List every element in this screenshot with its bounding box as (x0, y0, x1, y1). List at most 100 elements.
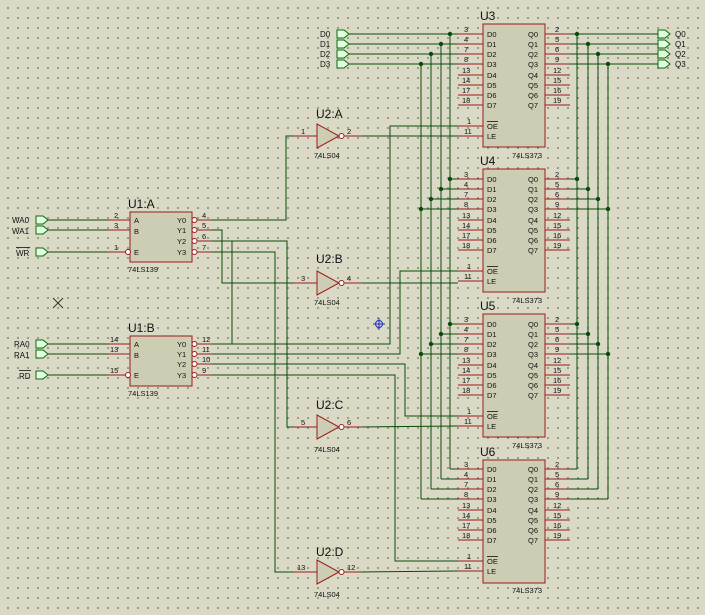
svg-text:74LS04: 74LS04 (314, 151, 340, 160)
origin-marker-icon[interactable] (373, 318, 385, 330)
svg-text:D0: D0 (487, 320, 497, 329)
read-input-terminals[interactable]: RA0 RA1 RD (14, 339, 49, 381)
svg-text:Q4: Q4 (528, 506, 538, 515)
svg-text:Q5: Q5 (528, 516, 538, 525)
svg-text:9: 9 (555, 490, 559, 499)
svg-text:Q1: Q1 (528, 40, 538, 49)
ra0-label: RA0 (14, 340, 30, 349)
svg-text:Y2: Y2 (177, 360, 186, 369)
decoder-u1a[interactable]: U1:A 2 3 1 A B E Y0 Y1 Y2 Y3 4 5 6 7 74L… (108, 197, 212, 274)
svg-text:1: 1 (467, 407, 471, 416)
svg-text:D4: D4 (487, 361, 497, 370)
latch-part: 74LS373 (512, 296, 542, 305)
svg-text:19: 19 (553, 96, 561, 105)
rd-label: RD (19, 372, 31, 381)
svg-text:5: 5 (555, 470, 559, 479)
svg-text:16: 16 (553, 231, 561, 240)
svg-text:D2: D2 (487, 485, 497, 494)
svg-text:3: 3 (464, 460, 468, 469)
svg-text:9: 9 (555, 200, 559, 209)
svg-text:5: 5 (555, 35, 559, 44)
decoder-ref: U1:A (128, 197, 155, 211)
svg-text:D7: D7 (487, 246, 497, 255)
svg-text:Q2: Q2 (528, 195, 538, 204)
inverter-u2b[interactable]: U2:B 3 4 74LS04 (294, 252, 362, 307)
svg-text:Y1: Y1 (177, 350, 186, 359)
decoder-part: 74LS139 (128, 265, 158, 274)
svg-text:LE: LE (487, 277, 496, 286)
latch-ref: U3 (480, 9, 496, 23)
svg-text:OE: OE (487, 557, 498, 566)
svg-text:74LS04: 74LS04 (314, 590, 340, 599)
latch-ref: U5 (480, 299, 496, 313)
q-output-terminals[interactable]: Q0 Q1 Q2 Q3 (657, 29, 686, 69)
svg-text:7: 7 (464, 45, 468, 54)
svg-text:15: 15 (553, 221, 561, 230)
svg-text:Q5: Q5 (528, 226, 538, 235)
svg-text:D1: D1 (487, 40, 497, 49)
svg-text:19: 19 (553, 386, 561, 395)
svg-text:6: 6 (555, 190, 559, 199)
svg-text:Y2: Y2 (177, 237, 186, 246)
svg-text:E: E (134, 248, 139, 257)
svg-text:A: A (134, 340, 139, 349)
svg-text:Q5: Q5 (528, 81, 538, 90)
svg-text:D1: D1 (487, 475, 497, 484)
latch-body (482, 459, 546, 584)
svg-text:10: 10 (202, 355, 210, 364)
write-input-terminals[interactable]: WA0 WA1 WR (12, 215, 49, 258)
svg-text:Q4: Q4 (528, 71, 538, 80)
svg-text:Q7: Q7 (528, 536, 538, 545)
svg-text:16: 16 (553, 376, 561, 385)
svg-text:E: E (134, 371, 139, 380)
svg-text:5: 5 (202, 221, 206, 230)
svg-text:D0: D0 (487, 465, 497, 474)
inverter-u2c[interactable]: U2:C 5 6 74LS04 (294, 398, 362, 454)
svg-text:OE: OE (487, 412, 498, 421)
svg-text:Y1: Y1 (177, 226, 186, 235)
svg-text:LE: LE (487, 422, 496, 431)
svg-text:7: 7 (464, 480, 468, 489)
data-input-terminals[interactable]: D0 D1 D2 D3 (320, 29, 350, 69)
svg-text:6: 6 (347, 418, 351, 427)
svg-text:18: 18 (462, 386, 470, 395)
svg-text:D4: D4 (487, 71, 497, 80)
svg-text:4: 4 (464, 35, 468, 44)
svg-text:Q6: Q6 (528, 236, 538, 245)
svg-text:14: 14 (462, 366, 470, 375)
svg-text:Q0: Q0 (528, 320, 538, 329)
svg-text:9: 9 (555, 345, 559, 354)
svg-text:11: 11 (202, 345, 210, 354)
wires (48, 33, 658, 573)
svg-text:3: 3 (301, 274, 305, 283)
svg-text:D7: D7 (487, 101, 497, 110)
d0-label: D0 (320, 30, 331, 39)
wa0-label: WA0 (12, 216, 30, 225)
svg-text:12: 12 (553, 501, 561, 510)
svg-text:18: 18 (462, 531, 470, 540)
latch-part: 74LS373 (512, 441, 542, 450)
svg-text:16: 16 (553, 86, 561, 95)
svg-text:Q0: Q0 (528, 175, 538, 184)
cross-marker-icon[interactable] (52, 297, 64, 309)
decoder-u1b[interactable]: U1:B 14 13 15 A B E Y0 Y1 Y2 Y3 12 11 10… (108, 321, 212, 398)
svg-text:B: B (134, 351, 139, 360)
inverter-u2a[interactable]: U2:A 1 2 74LS04 (294, 107, 362, 160)
svg-text:2: 2 (555, 25, 559, 34)
inverter-u2d[interactable]: U2:D 13 12 74LS04 (294, 545, 362, 599)
svg-text:4: 4 (347, 274, 351, 283)
svg-text:7: 7 (464, 190, 468, 199)
junctions (418, 31, 611, 357)
svg-text:15: 15 (553, 366, 561, 375)
svg-text:Q3: Q3 (528, 495, 538, 504)
svg-text:D5: D5 (487, 226, 497, 235)
svg-text:8: 8 (464, 200, 468, 209)
d1-label: D1 (320, 40, 331, 49)
svg-text:U2:D: U2:D (316, 545, 344, 559)
svg-text:OE: OE (487, 122, 498, 131)
svg-text:Q3: Q3 (528, 350, 538, 359)
